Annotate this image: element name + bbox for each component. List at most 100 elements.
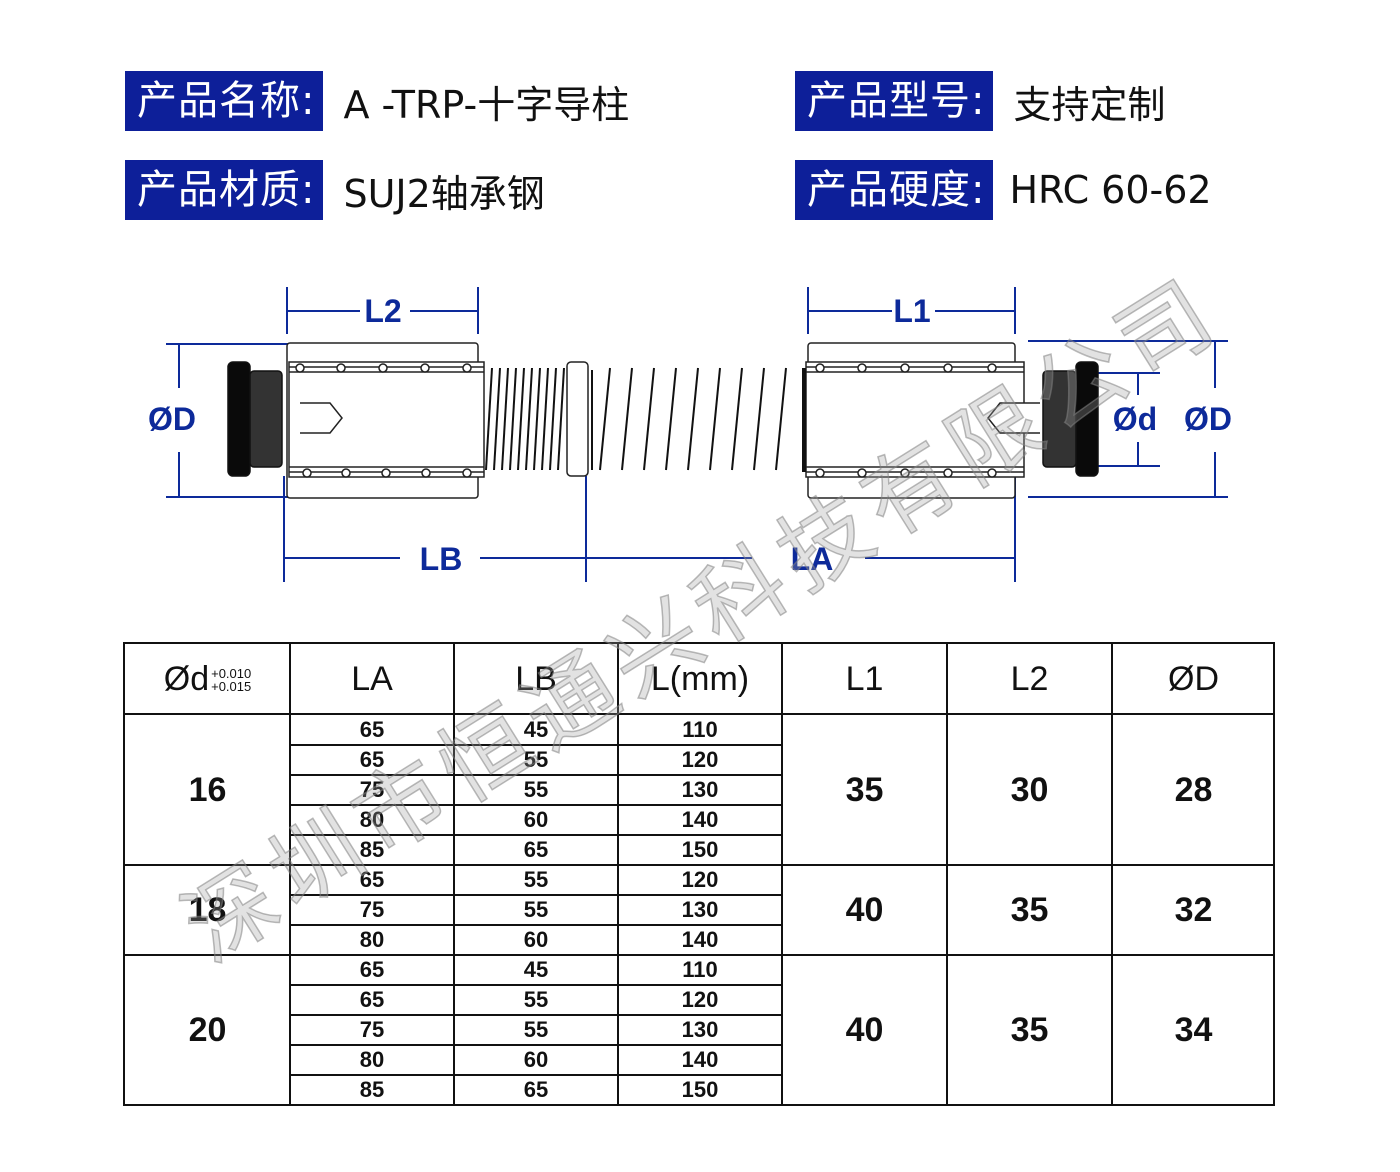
group-outer-diameter: 34 bbox=[1174, 1011, 1213, 1049]
table-cell: 55 bbox=[523, 1017, 549, 1042]
table-cell: 65 bbox=[359, 987, 385, 1012]
spec-label: 产品材质: bbox=[125, 160, 324, 220]
dim-label-d: Ød bbox=[1113, 401, 1157, 437]
group-l2: 35 bbox=[1010, 890, 1049, 929]
header-l: L(mm) bbox=[650, 660, 750, 698]
table-cell: 75 bbox=[359, 897, 385, 922]
guide-post-diagram: L2 L1 ØD ØD Ød LB LA bbox=[148, 287, 1232, 582]
group-d: 20 bbox=[188, 1011, 227, 1049]
table-cell: 75 bbox=[359, 1017, 385, 1042]
group-d: 16 bbox=[188, 770, 227, 809]
table-rule bbox=[290, 1014, 782, 1016]
table-rule bbox=[125, 864, 1275, 866]
group-l1: 40 bbox=[845, 1011, 884, 1049]
right-knob bbox=[1042, 361, 1099, 477]
left-knob bbox=[227, 361, 283, 477]
table-cell: 85 bbox=[359, 1077, 385, 1102]
table-cell: 45 bbox=[523, 957, 549, 982]
table-cell: 65 bbox=[523, 1077, 549, 1102]
table-cell: 80 bbox=[359, 927, 385, 952]
table-cell: 120 bbox=[681, 747, 719, 772]
header-l2: L2 bbox=[1010, 660, 1049, 698]
group-d: 18 bbox=[188, 890, 227, 929]
table-cell: 60 bbox=[523, 1047, 549, 1072]
header-lb: LB bbox=[515, 660, 557, 698]
table-rule bbox=[946, 644, 948, 1106]
right-spring bbox=[591, 367, 806, 472]
table-cell: 140 bbox=[681, 807, 719, 832]
spec-label: 产品硬度: bbox=[795, 160, 994, 220]
table-cell: 130 bbox=[681, 777, 719, 802]
table-cell: 65 bbox=[359, 747, 385, 772]
table-rule bbox=[290, 1044, 782, 1046]
table-cell: 75 bbox=[359, 777, 385, 802]
tolerance-value: +0.015 bbox=[211, 678, 252, 694]
table-rule bbox=[617, 644, 619, 1106]
spec-label: 产品型号: bbox=[795, 71, 994, 131]
table-cell: 110 bbox=[682, 717, 718, 742]
dim-label-lb: LB bbox=[420, 541, 463, 577]
table-cell: 140 bbox=[681, 927, 719, 952]
table-cell: 65 bbox=[523, 837, 549, 862]
table-cell: 85 bbox=[359, 837, 385, 862]
table-cell: 55 bbox=[523, 897, 549, 922]
header-D: ØD bbox=[1168, 660, 1219, 698]
table-rule bbox=[453, 644, 455, 1106]
table-rule bbox=[125, 713, 1275, 715]
dim-label-l2: L2 bbox=[364, 293, 401, 329]
table-cell: 130 bbox=[681, 897, 719, 922]
table-cell: 65 bbox=[359, 717, 385, 742]
group-l2: 30 bbox=[1010, 770, 1049, 809]
table-cell: 130 bbox=[681, 1017, 719, 1042]
spec-value: A -TRP-十字导柱 bbox=[343, 82, 630, 127]
table-cell: 55 bbox=[523, 867, 549, 892]
table-rule bbox=[290, 1074, 782, 1076]
group-outer-diameter: 32 bbox=[1174, 890, 1213, 929]
table-cell: 55 bbox=[523, 777, 549, 802]
right-bushing bbox=[805, 342, 1040, 499]
table-rule bbox=[781, 644, 783, 1106]
spec-product-name: 产品名称: A -TRP-十字导柱 bbox=[125, 71, 629, 131]
group-l2: 35 bbox=[1010, 1011, 1049, 1049]
table-cell: 55 bbox=[523, 987, 549, 1012]
left-bushing bbox=[286, 342, 485, 499]
table-cell: 65 bbox=[359, 867, 385, 892]
table-cell: 45 bbox=[523, 717, 549, 742]
table-cell: 150 bbox=[681, 837, 719, 862]
spec-product-model: 产品型号: 支持定制 bbox=[795, 71, 1166, 131]
table-rule bbox=[290, 744, 782, 746]
middle-ring bbox=[566, 361, 589, 477]
table-cell: 120 bbox=[681, 867, 719, 892]
table-cell: 150 bbox=[681, 1077, 719, 1102]
spec-value: 支持定制 bbox=[1013, 82, 1166, 127]
group-l1: 40 bbox=[845, 890, 884, 929]
table-cell: 60 bbox=[523, 807, 549, 832]
table-cell: 80 bbox=[359, 807, 385, 832]
header-d: Ød+0.010+0.015 bbox=[125, 644, 290, 715]
tolerance: +0.010+0.015 bbox=[211, 667, 251, 693]
table-rule bbox=[290, 984, 782, 986]
header-la: LA bbox=[351, 660, 393, 698]
table-rule bbox=[289, 644, 291, 1106]
dim-label-od-right: ØD bbox=[1184, 401, 1232, 437]
table-rule bbox=[290, 924, 782, 926]
table-cell: 80 bbox=[359, 1047, 385, 1072]
table-cell: 110 bbox=[682, 957, 718, 982]
dim-label-la: LA bbox=[791, 541, 834, 577]
table-rule bbox=[290, 894, 782, 896]
left-spring bbox=[485, 367, 565, 471]
table-cell: 120 bbox=[681, 987, 719, 1012]
group-outer-diameter: 28 bbox=[1174, 770, 1213, 809]
table-cell: 140 bbox=[681, 1047, 719, 1072]
table-rule bbox=[125, 954, 1275, 956]
table-cell: 65 bbox=[359, 957, 385, 982]
spec-label: 产品名称: bbox=[125, 71, 324, 131]
table-cell: 60 bbox=[523, 927, 549, 952]
spec-value: SUJ2轴承钢 bbox=[343, 171, 545, 216]
group-l1: 35 bbox=[845, 770, 884, 809]
header-d-label: Ød bbox=[163, 660, 210, 698]
dimension-lines bbox=[166, 287, 1228, 582]
spec-material: 产品材质: SUJ2轴承钢 bbox=[125, 160, 545, 220]
dim-label-l1: L1 bbox=[893, 293, 930, 329]
